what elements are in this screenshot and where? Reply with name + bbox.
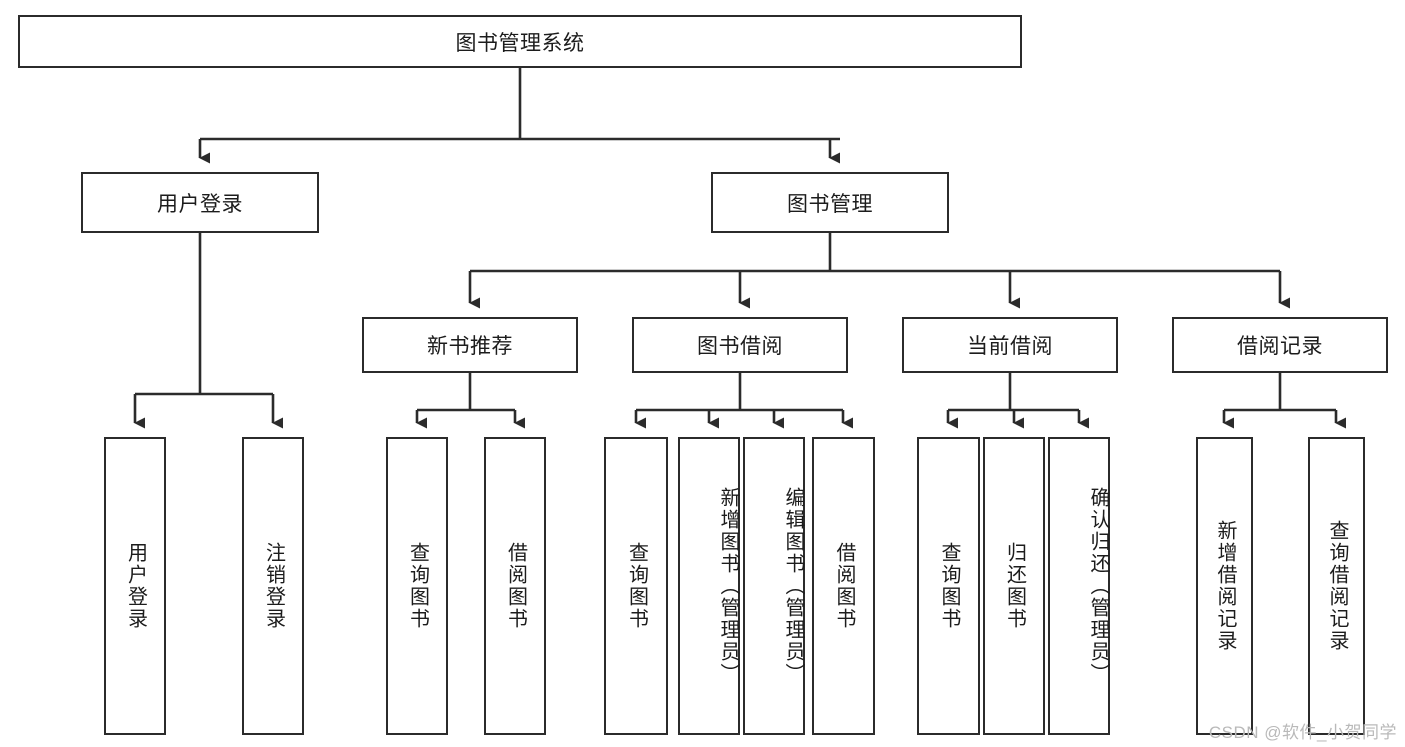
node-label: 图书借阅 bbox=[697, 335, 783, 358]
node-label: 确认归还（管理员） bbox=[1087, 487, 1109, 685]
node-leaf-query-book-borrow[interactable]: 查询图书 bbox=[604, 437, 668, 735]
node-leaf-confirm-return-admin[interactable]: 确认归还（管理员） bbox=[1048, 437, 1110, 735]
current-borrow-to-leaves-connectors bbox=[946, 373, 1090, 429]
node-leaf-add-borrow-record[interactable]: 新增借阅记录 bbox=[1196, 437, 1253, 735]
node-book-management-system[interactable]: 图书管理系统 bbox=[18, 15, 1022, 68]
node-new-book-recommend[interactable]: 新书推荐 bbox=[362, 317, 578, 373]
node-label: 借阅图书 bbox=[833, 542, 855, 630]
node-leaf-return-book[interactable]: 归还图书 bbox=[983, 437, 1045, 735]
book-management-to-level3-connectors bbox=[468, 233, 1291, 309]
node-current-borrow[interactable]: 当前借阅 bbox=[902, 317, 1118, 373]
node-label: 注销登录 bbox=[262, 542, 285, 630]
node-leaf-query-book-current[interactable]: 查询图书 bbox=[917, 437, 980, 735]
user-login-to-leaves-connectors bbox=[133, 233, 284, 429]
node-book-borrow[interactable]: 图书借阅 bbox=[632, 317, 848, 373]
node-label: 查询图书 bbox=[938, 542, 960, 630]
node-label: 当前借阅 bbox=[967, 335, 1053, 358]
watermark-text: CSDN @软件_小贺同学 bbox=[1208, 723, 1397, 742]
node-label: 查询图书 bbox=[625, 542, 648, 630]
node-leaf-edit-book-admin[interactable]: 编辑图书（管理员） bbox=[743, 437, 805, 735]
node-label: 归还图书 bbox=[1003, 542, 1026, 630]
node-label: 查询图书 bbox=[406, 542, 429, 630]
node-leaf-add-book-admin[interactable]: 新增图书（管理员） bbox=[678, 437, 740, 735]
node-user-login[interactable]: 用户登录 bbox=[81, 172, 319, 233]
node-leaf-user-login[interactable]: 用户登录 bbox=[104, 437, 166, 735]
node-label: 新增图书（管理员） bbox=[717, 487, 739, 685]
book-borrow-to-leaves-connectors bbox=[634, 373, 854, 429]
node-label: 借阅记录 bbox=[1237, 335, 1323, 358]
node-leaf-borrow-book[interactable]: 借阅图书 bbox=[812, 437, 875, 735]
node-label: 编辑图书（管理员） bbox=[782, 487, 804, 685]
node-leaf-query-borrow-record[interactable]: 查询借阅记录 bbox=[1308, 437, 1365, 735]
node-leaf-query-book-recommend[interactable]: 查询图书 bbox=[386, 437, 448, 735]
node-label: 新书推荐 bbox=[427, 335, 513, 358]
node-label: 新增借阅记录 bbox=[1214, 520, 1236, 652]
node-label: 图书管理 bbox=[787, 192, 873, 216]
node-label: 借阅图书 bbox=[504, 542, 527, 630]
new-book-to-leaves-connectors bbox=[415, 373, 526, 429]
node-borrow-record[interactable]: 借阅记录 bbox=[1172, 317, 1388, 373]
root-to-level2-connectors bbox=[198, 68, 841, 164]
node-label: 用户登录 bbox=[157, 192, 243, 216]
node-label: 查询借阅记录 bbox=[1326, 520, 1348, 652]
borrow-record-to-leaves-connectors bbox=[1222, 373, 1347, 429]
node-leaf-logout[interactable]: 注销登录 bbox=[242, 437, 304, 735]
node-book-management[interactable]: 图书管理 bbox=[711, 172, 949, 233]
node-label: 用户登录 bbox=[124, 542, 147, 630]
node-label: 图书管理系统 bbox=[455, 31, 585, 55]
node-leaf-borrow-book-recommend[interactable]: 借阅图书 bbox=[484, 437, 546, 735]
